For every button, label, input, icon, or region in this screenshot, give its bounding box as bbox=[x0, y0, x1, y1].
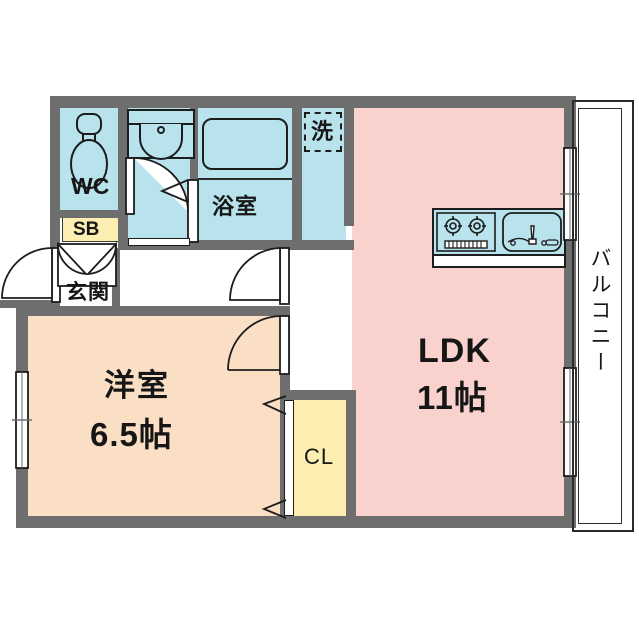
room-door[interactable] bbox=[227, 315, 290, 378]
balcony-label: バルコニー bbox=[588, 247, 611, 377]
toilet-icon bbox=[70, 113, 108, 189]
genkan-label: 玄関 bbox=[66, 281, 110, 304]
bath-label: 浴室 bbox=[212, 194, 259, 219]
closet-fill bbox=[288, 400, 352, 516]
closet-arrow-bottom bbox=[261, 499, 287, 519]
wall-wet-bottom bbox=[118, 240, 354, 250]
ldk-fill bbox=[352, 104, 572, 516]
wall-wc-washroom bbox=[118, 104, 128, 250]
wall-genkan-left bbox=[50, 240, 60, 250]
bedroom-fill bbox=[26, 312, 286, 516]
wall-entry-bottom bbox=[0, 300, 60, 308]
genkan-double-door[interactable] bbox=[57, 241, 117, 288]
washer-area-fill bbox=[300, 108, 346, 248]
balcony-outline-inner bbox=[578, 108, 622, 524]
wall-bedroom-top bbox=[16, 306, 288, 316]
bedroom-window bbox=[12, 371, 32, 469]
balcony-outline-outer bbox=[572, 100, 634, 532]
wall-washer-ldk bbox=[344, 104, 354, 226]
wc-label: WC bbox=[71, 173, 110, 199]
gas-stove-icon bbox=[436, 212, 496, 252]
closet-doors[interactable] bbox=[284, 400, 294, 516]
bedroom-size-label: 6.5帖 bbox=[90, 416, 173, 453]
shoebox-label: SB bbox=[73, 219, 100, 240]
bathtub-icon bbox=[202, 118, 288, 170]
wall-bedroom-bottom bbox=[16, 516, 356, 528]
wall-closet-top bbox=[286, 390, 356, 400]
balcony-fill bbox=[574, 104, 628, 528]
bath-door[interactable] bbox=[186, 179, 202, 246]
kitchen-sink-icon bbox=[502, 212, 562, 252]
wall-closet-ldk bbox=[346, 390, 356, 528]
bath-door-arrow bbox=[159, 179, 189, 203]
ldk-label: LDK bbox=[418, 332, 491, 370]
entrance-door[interactable] bbox=[0, 246, 62, 306]
wall-left-upper bbox=[50, 96, 60, 246]
bathtub-edge bbox=[198, 178, 292, 180]
wall-top bbox=[50, 96, 574, 108]
closet-arrow-top bbox=[261, 395, 287, 415]
closet-label: CL bbox=[304, 444, 335, 469]
wall-bath-washer bbox=[292, 104, 302, 250]
wall-wc-bottom bbox=[50, 210, 120, 218]
kitchen-counter-front bbox=[432, 256, 566, 268]
washer-space-icon bbox=[304, 112, 342, 152]
wall-ldk-bottom bbox=[346, 516, 576, 528]
washroom-door[interactable] bbox=[128, 238, 190, 246]
hall-to-ldk-door[interactable] bbox=[228, 247, 290, 308]
ldk-size-label: 11帖 bbox=[417, 379, 488, 416]
vanity-sink-icon bbox=[127, 109, 195, 160]
bedroom-label: 洋室 bbox=[104, 368, 170, 403]
washer-label: 洗 bbox=[311, 119, 334, 144]
